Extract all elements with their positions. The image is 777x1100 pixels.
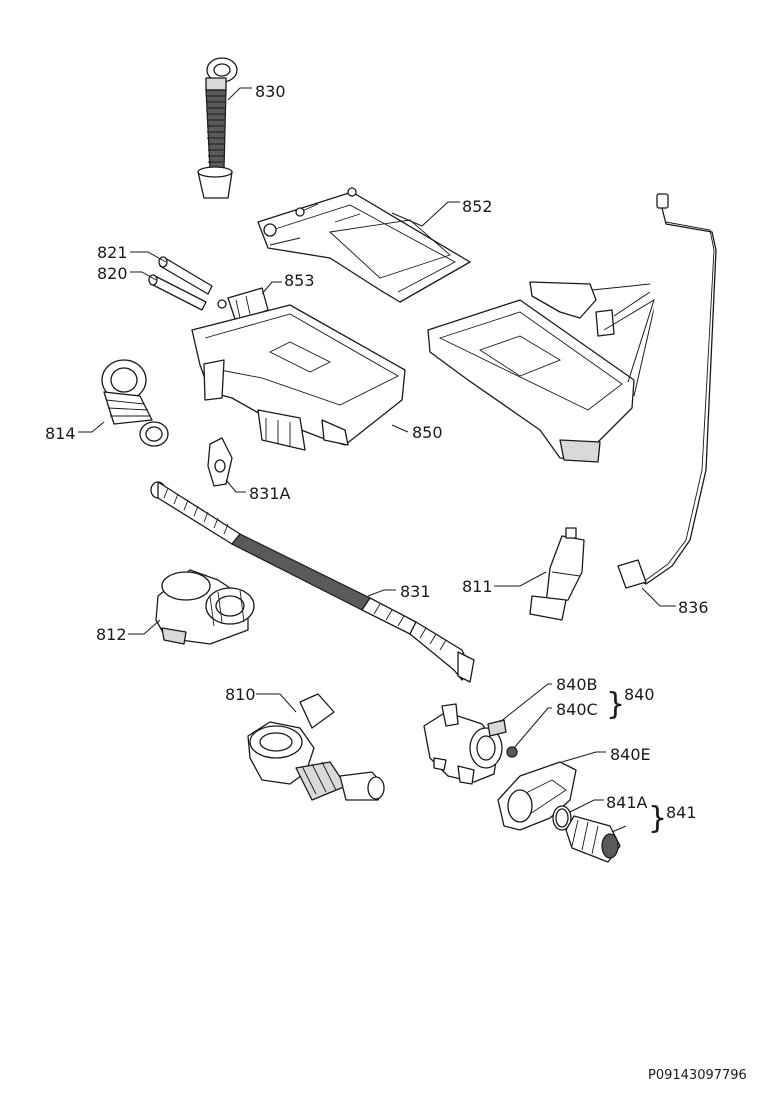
part-831A-clip (207, 437, 233, 487)
part-841A-ring (552, 805, 572, 831)
part-840-pump (423, 703, 503, 785)
label-841: 841 (666, 803, 697, 822)
part-814-bellows (101, 359, 169, 447)
label-852: 852 (462, 197, 493, 216)
part-840C-seal (506, 746, 518, 758)
part-811-sensor (529, 527, 585, 621)
label-840B: 840B (556, 675, 598, 694)
label-840: 840 (624, 685, 655, 704)
part-831-hose (150, 481, 475, 683)
label-840E: 840E (610, 745, 651, 764)
label-812: 812 (96, 625, 127, 644)
label-814: 814 (45, 424, 76, 443)
reference-code: P09143097796 (648, 1068, 747, 1083)
label-820: 820 (97, 264, 128, 283)
label-840C: 840C (556, 700, 598, 719)
label-850: 850 (412, 423, 443, 442)
part-851-drawer (427, 281, 635, 463)
label-841A: 841A (606, 793, 648, 812)
part-812-sump (155, 569, 255, 645)
part-841-filter (565, 815, 621, 863)
label-830: 830 (255, 82, 286, 101)
part-840B-filter-lid (487, 719, 507, 737)
label-831: 831 (400, 582, 431, 601)
part-840E-pump-cover (497, 761, 577, 831)
part-852-cover (257, 187, 471, 303)
label-810: 810 (225, 685, 256, 704)
part-836-tube (617, 193, 717, 589)
label-853: 853 (284, 271, 315, 290)
part-830-hose (197, 57, 238, 199)
label-831A: 831A (249, 484, 291, 503)
label-836: 836 (678, 598, 709, 617)
part-850-dispenser-housing (191, 304, 406, 451)
label-811: 811 (462, 577, 493, 596)
label-821: 821 (97, 243, 128, 262)
brace-840: } (606, 687, 625, 722)
brace-841: } (648, 801, 667, 836)
part-810-sump-hose (247, 693, 385, 801)
